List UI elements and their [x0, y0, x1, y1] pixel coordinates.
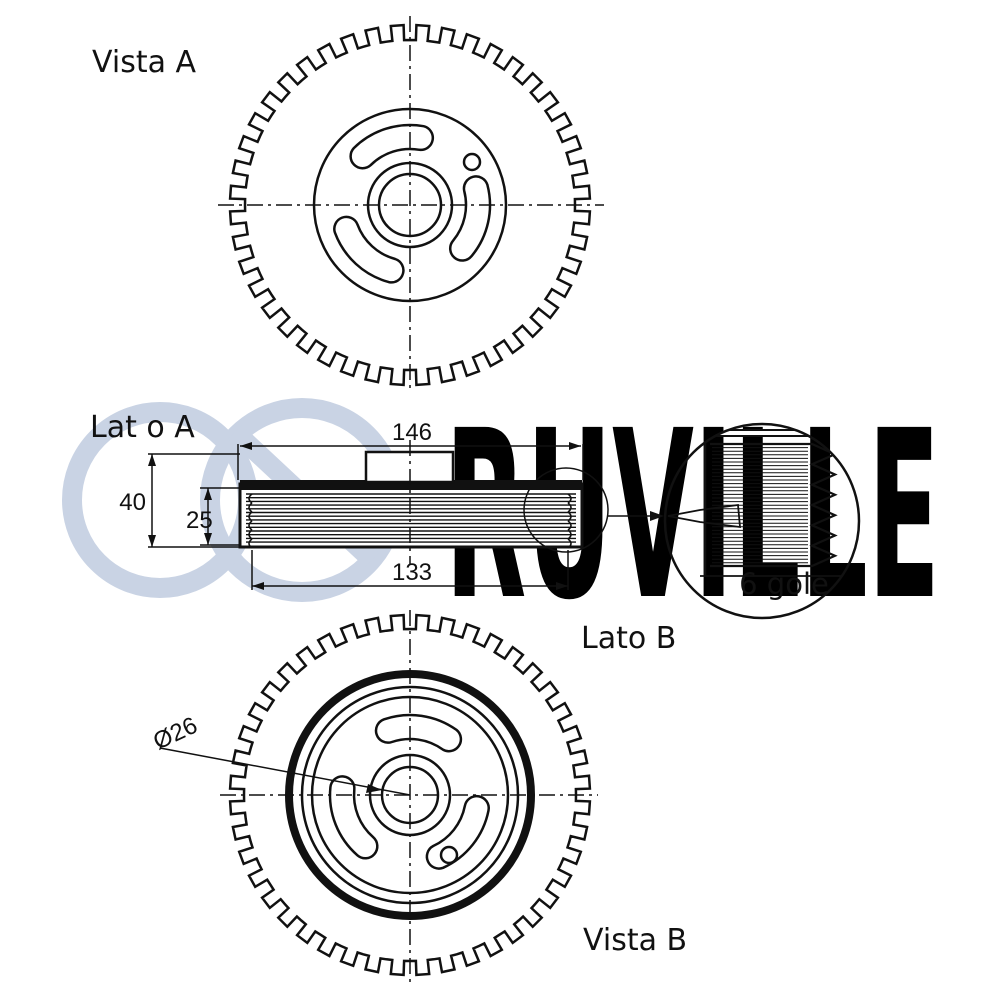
hub-slot	[425, 794, 490, 870]
vista-a-view	[218, 16, 604, 390]
groove-detail-view: 6 gole	[663, 422, 861, 620]
locating-hole-a	[462, 152, 482, 172]
dim-outer-height: 40	[119, 489, 146, 516]
groove-end	[567, 538, 572, 549]
groove-end	[248, 511, 253, 522]
label-vista-b: Vista B	[583, 923, 687, 958]
vista-b-view: Ø26	[149, 610, 598, 985]
damper-ring-inner	[300, 685, 520, 905]
detail-groove-profile	[710, 442, 838, 568]
detail-leader-arrow	[650, 511, 664, 521]
damper-ring-outer	[285, 670, 535, 920]
detail-grooves-label: 6 gole	[739, 567, 829, 601]
dim-arrows-25	[204, 488, 212, 545]
bore-inner-a	[377, 172, 443, 238]
bore-outer-a	[366, 161, 454, 249]
groove-end	[248, 520, 253, 531]
bore-outer-b	[368, 753, 452, 837]
hub-slot	[374, 713, 463, 753]
hub-slot	[328, 775, 379, 860]
label-vista-a: Vista A	[92, 45, 197, 80]
detail-circle	[663, 422, 861, 620]
groove-end	[567, 520, 572, 531]
detail-callout-circle	[523, 467, 609, 553]
groove-end	[567, 502, 572, 513]
dim-overall-width: 146	[392, 419, 432, 446]
pulley-flange	[240, 480, 582, 490]
groove-end	[248, 529, 253, 540]
hub-slots-b	[328, 713, 490, 870]
hub-slot	[448, 175, 492, 262]
detail-hatch	[712, 443, 808, 564]
dim-inner-height: 25	[186, 507, 213, 534]
groove-end	[567, 529, 572, 540]
lato-a-side-view: 146 133 40 25	[119, 419, 664, 590]
groove-end	[248, 502, 253, 513]
dim-groove-width: 133	[392, 559, 432, 586]
label-lato-a: Lat o A	[90, 410, 195, 445]
grooves-side	[246, 493, 576, 549]
bore-inner-b	[380, 765, 440, 825]
hub-slot	[349, 123, 435, 170]
groove-end	[248, 493, 253, 504]
hub-disc-b	[310, 695, 510, 895]
groove-end	[567, 493, 572, 504]
hub-slot	[333, 215, 405, 284]
hub-disc-a	[312, 107, 508, 303]
diameter-arrow	[366, 784, 382, 793]
locating-hole-b	[439, 845, 459, 865]
hub-slots-a	[333, 123, 492, 284]
dim-bore-diameter: Ø26	[149, 712, 202, 756]
groove-end	[567, 511, 572, 522]
label-lato-b: Lato B	[581, 621, 676, 656]
detail-pointer-wedge	[667, 503, 741, 529]
groove-end	[248, 538, 253, 549]
